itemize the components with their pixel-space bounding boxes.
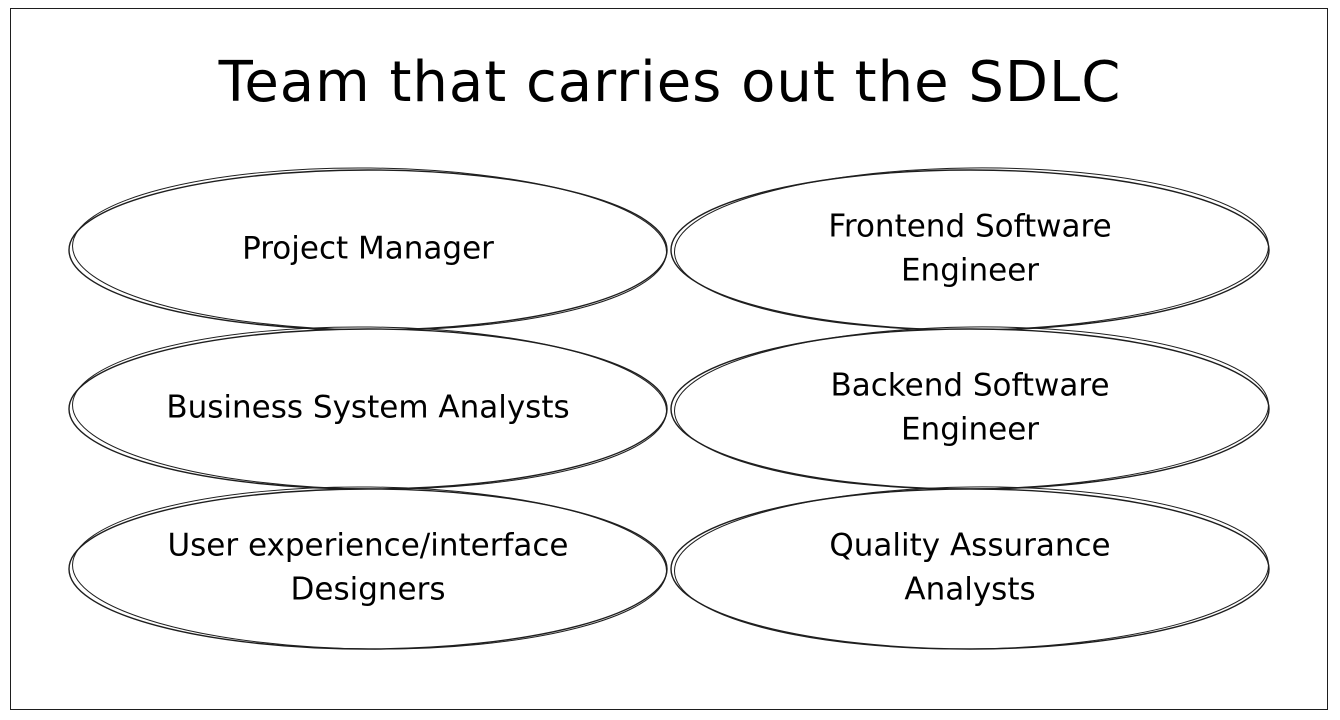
role-ellipse-sketch	[72, 486, 667, 650]
diagram-frame	[10, 8, 1328, 710]
role-label: User experience/interface	[167, 528, 568, 564]
role-node: Project Manager	[68, 167, 668, 331]
role-label: Quality Assurance	[829, 528, 1110, 564]
role-label: Project Manager	[242, 231, 494, 267]
role-label: Business System Analysts	[166, 390, 569, 426]
diagram-title: Team that carries out the SDLC	[218, 50, 1122, 115]
role-label: Designers	[291, 572, 446, 608]
role-node: Business System Analysts	[68, 326, 668, 490]
role-label: Engineer	[901, 412, 1039, 448]
role-label: Analysts	[904, 572, 1035, 608]
role-label: Frontend Software	[828, 209, 1111, 245]
role-label: Backend Software	[830, 368, 1109, 404]
role-label: Engineer	[901, 253, 1039, 289]
role-ellipse-sketch	[674, 486, 1269, 650]
role-ellipse	[68, 488, 668, 650]
